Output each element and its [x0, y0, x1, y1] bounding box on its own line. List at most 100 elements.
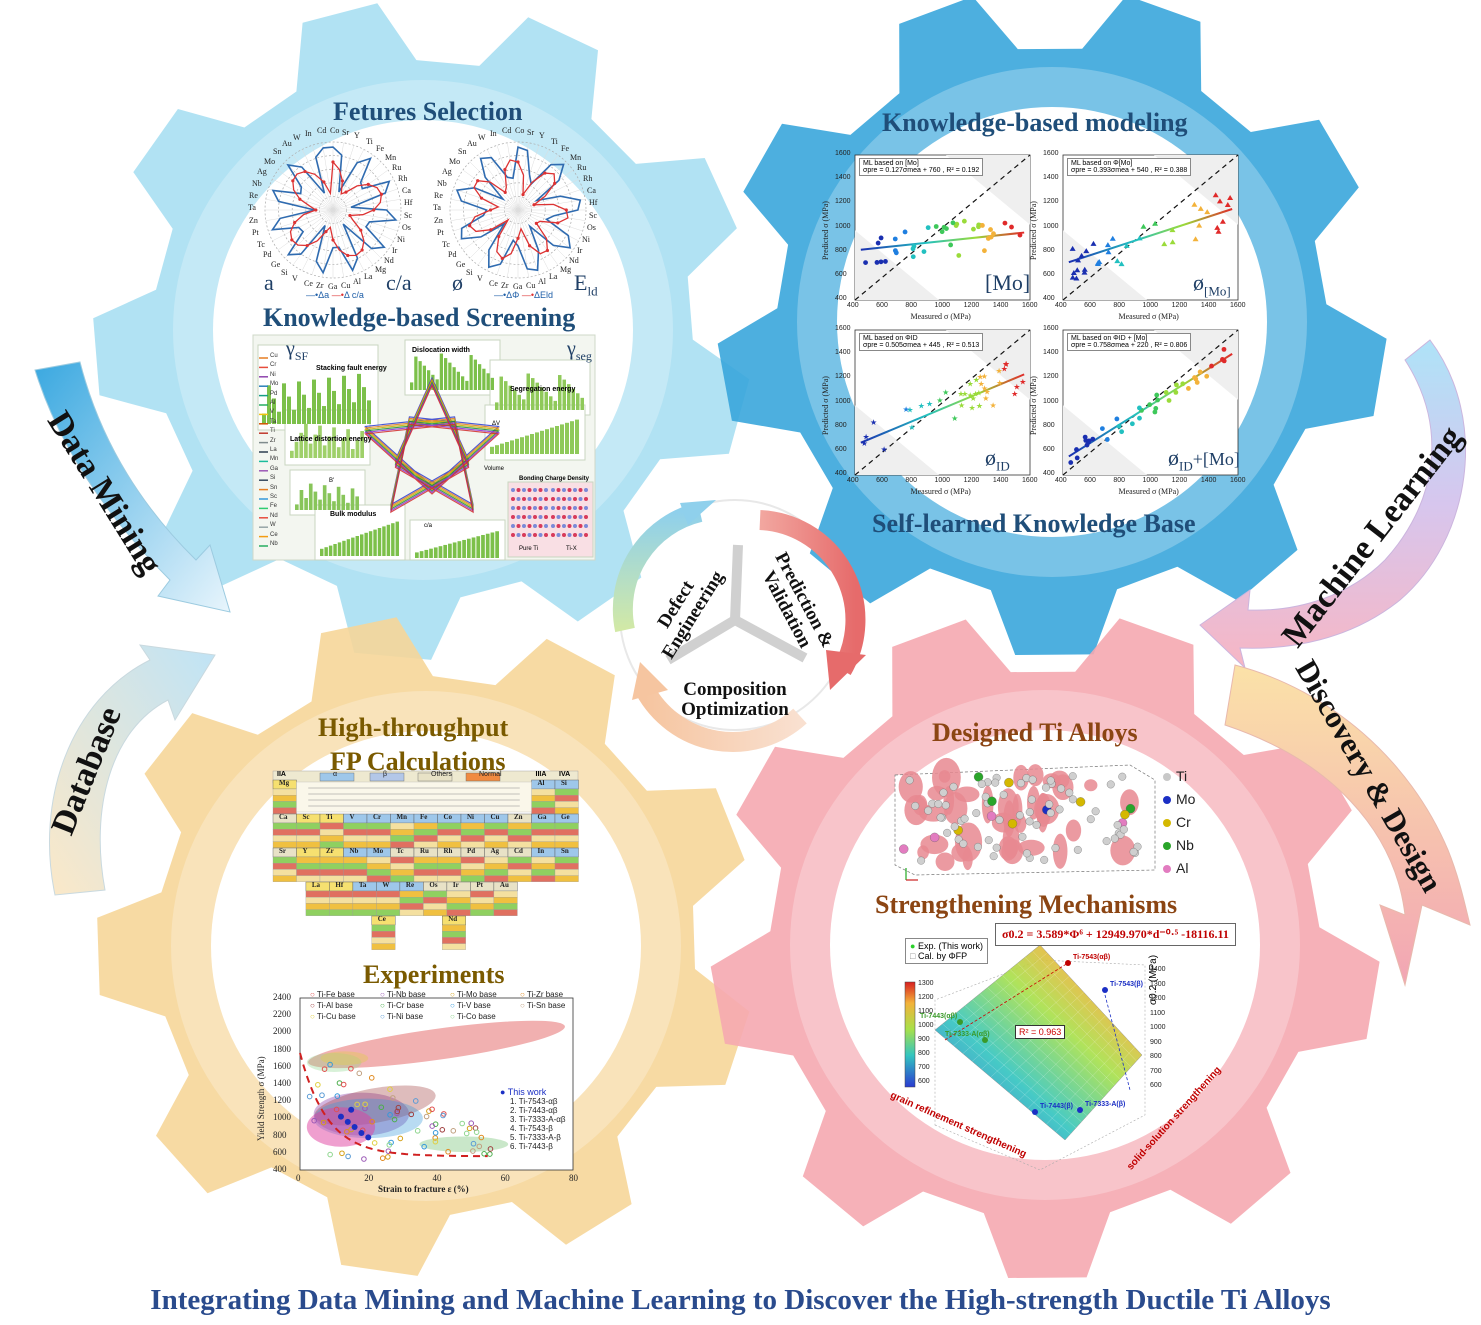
ml-xtick-4-1400: 1400 [1200, 477, 1217, 484]
pt-cell-ge [554, 813, 579, 848]
ml-legend-fit-2: σpre = 0.393σmea + 540 , R² = 0.388 [1071, 167, 1188, 174]
radar-right-el-ce: Ce [489, 279, 498, 288]
exp-point-19 [354, 1101, 360, 1108]
ml-point-4-34 [1221, 358, 1227, 364]
radar-left-el-mn: Mn [385, 153, 397, 162]
ml-ylabel-3: Predicted σ (MPa) [821, 375, 830, 435]
surface-point-6 [1077, 1107, 1083, 1113]
ml-ytick-1-600: 600 [835, 270, 847, 278]
ml-point-3-30: ★ [983, 387, 990, 396]
surface-grid-a-8 [979, 993, 1099, 1104]
ml-xtick-1-1600: 1600 [1022, 302, 1038, 309]
atom-structure [894, 757, 1156, 881]
exp-point-49 [391, 1116, 398, 1123]
exp-legend-item-5: ○ Ti-Cr base [380, 1001, 424, 1010]
surface-plane [934, 944, 1143, 1141]
surface-legend-cal: Cal. by ΦFP [917, 951, 968, 961]
exp-point-59 [487, 1146, 494, 1152]
pt-label-ga: Ga [537, 813, 547, 821]
fp-calculations-title: FP Calculations [330, 747, 506, 776]
gamma-seg-label: γseg [567, 338, 592, 363]
exp-point-29 [390, 1095, 396, 1101]
ml-point-4-19 [1186, 386, 1191, 391]
exp-point-10 [459, 1120, 465, 1127]
colorbar-tick-600: 600 [918, 1078, 930, 1085]
surface-grid-b-12 [1046, 1039, 1128, 1125]
ml-point-2-0 [1081, 269, 1088, 275]
ml-point-3-0: ★ [982, 394, 989, 403]
ml-xtick-3-1600: 1600 [1022, 477, 1038, 484]
ml-ytick-3-400: 400 [835, 470, 847, 477]
exp-point-67 [468, 1120, 475, 1127]
radar-right-el-w: W [478, 133, 486, 142]
ml-point-2-34 [1196, 222, 1203, 228]
ml-point-3-24: ★ [1002, 360, 1009, 369]
screening-legend-nb: Nb [270, 541, 278, 547]
radar-right-el-ru: Ru [577, 163, 587, 172]
exp-point-52 [315, 1081, 321, 1088]
ml-legend-4: ML based on ΦID + [Mo]σpre = 0.758σmea +… [1067, 333, 1192, 351]
radar-right-el-zn: Zn [434, 216, 443, 225]
ml-panel-label-4: øID+[Mo] [1168, 445, 1240, 474]
ml-point-2-3 [1069, 245, 1076, 251]
ml-xtick-2-400: 400 [1055, 302, 1067, 309]
surface-colorbar [904, 981, 916, 1088]
knowledge-modeling-title: Knowledge-based modeling [882, 108, 1188, 137]
radar-right-el-sr: Sr [527, 128, 535, 137]
radar-right-el-sn: Sn [458, 147, 467, 156]
screening-mosaic [252, 334, 596, 561]
ml-point-1-34 [976, 222, 982, 228]
atom-ti-36 [1119, 825, 1128, 834]
exp-legend-item-3: ○ Ti-Zr base [520, 990, 564, 999]
ml-point-1-27 [950, 220, 956, 226]
exp-point-9 [412, 1098, 419, 1104]
atom-ti-65 [1068, 772, 1077, 781]
colorbar-tick-1200: 1200 [918, 994, 934, 1001]
pt-legend-2: Others [431, 771, 453, 778]
designed-alloys-title: Designed Ti Alloys [932, 718, 1138, 747]
screening-legend-si: Si [270, 475, 276, 482]
ml-ytick-1-1600: 1600 [835, 150, 851, 157]
ml-point-1-13 [961, 218, 967, 224]
pt-cell-rh [437, 847, 462, 882]
radar-right-el-mo: Mo [449, 157, 461, 166]
radar-right-el-fe: Fe [561, 144, 569, 153]
exp-trend-line [299, 1052, 488, 1158]
exp-point-3 [445, 1148, 451, 1155]
ml-point-2-33 [1083, 248, 1090, 254]
surface-point-label-4: Ti-7543(β) [1110, 981, 1143, 988]
ml-xtick-2-600: 600 [1084, 302, 1096, 309]
ml-point-1-32 [988, 227, 993, 232]
this-work-point-5 [365, 1134, 372, 1141]
atom-ti-71 [977, 780, 986, 788]
pt-header-iva: IVA [559, 771, 571, 778]
exp-point-1 [361, 1156, 367, 1162]
ml-xtick-2-1000: 1000 [1142, 302, 1159, 309]
exp-point-46 [320, 1119, 327, 1126]
ml-point-2-2 [1169, 227, 1176, 233]
atom-ti-58 [1129, 847, 1138, 856]
ml-point-2-29 [1214, 224, 1221, 230]
exp-point-20 [470, 1140, 477, 1147]
pt-cell-hf [329, 881, 354, 916]
ml-ytick-2-1200: 1200 [1043, 198, 1059, 206]
pt-label-ir: Ir [452, 881, 459, 889]
atom-ti-76 [1046, 809, 1055, 817]
atom-legend: Ti Mo Cr Nb Al [1163, 768, 1195, 876]
radar-left-el-ce: Ce [304, 279, 313, 288]
screening-legend-ce: Ce [270, 531, 278, 538]
ml-point-4-10 [1221, 346, 1227, 352]
exp-legend-item-9: ○ Ti-Ni base [380, 1012, 424, 1021]
ml-point-2-14 [1204, 209, 1211, 215]
ml-ytick-2-600: 600 [1043, 270, 1055, 278]
colorbar-tick-900: 900 [918, 1036, 930, 1043]
ml-point-2-30 [1216, 198, 1223, 204]
ml-point-1-5 [878, 235, 884, 241]
ml-point-4-17 [1204, 373, 1210, 379]
ml-point-1-12 [933, 224, 939, 229]
exp-point-47 [369, 1118, 375, 1125]
atom-ti-79 [1065, 788, 1074, 797]
ml-point-2-35 [1136, 235, 1143, 241]
ml-point-2-26 [1090, 240, 1097, 246]
ml-point-3-7: ★ [1003, 360, 1010, 369]
